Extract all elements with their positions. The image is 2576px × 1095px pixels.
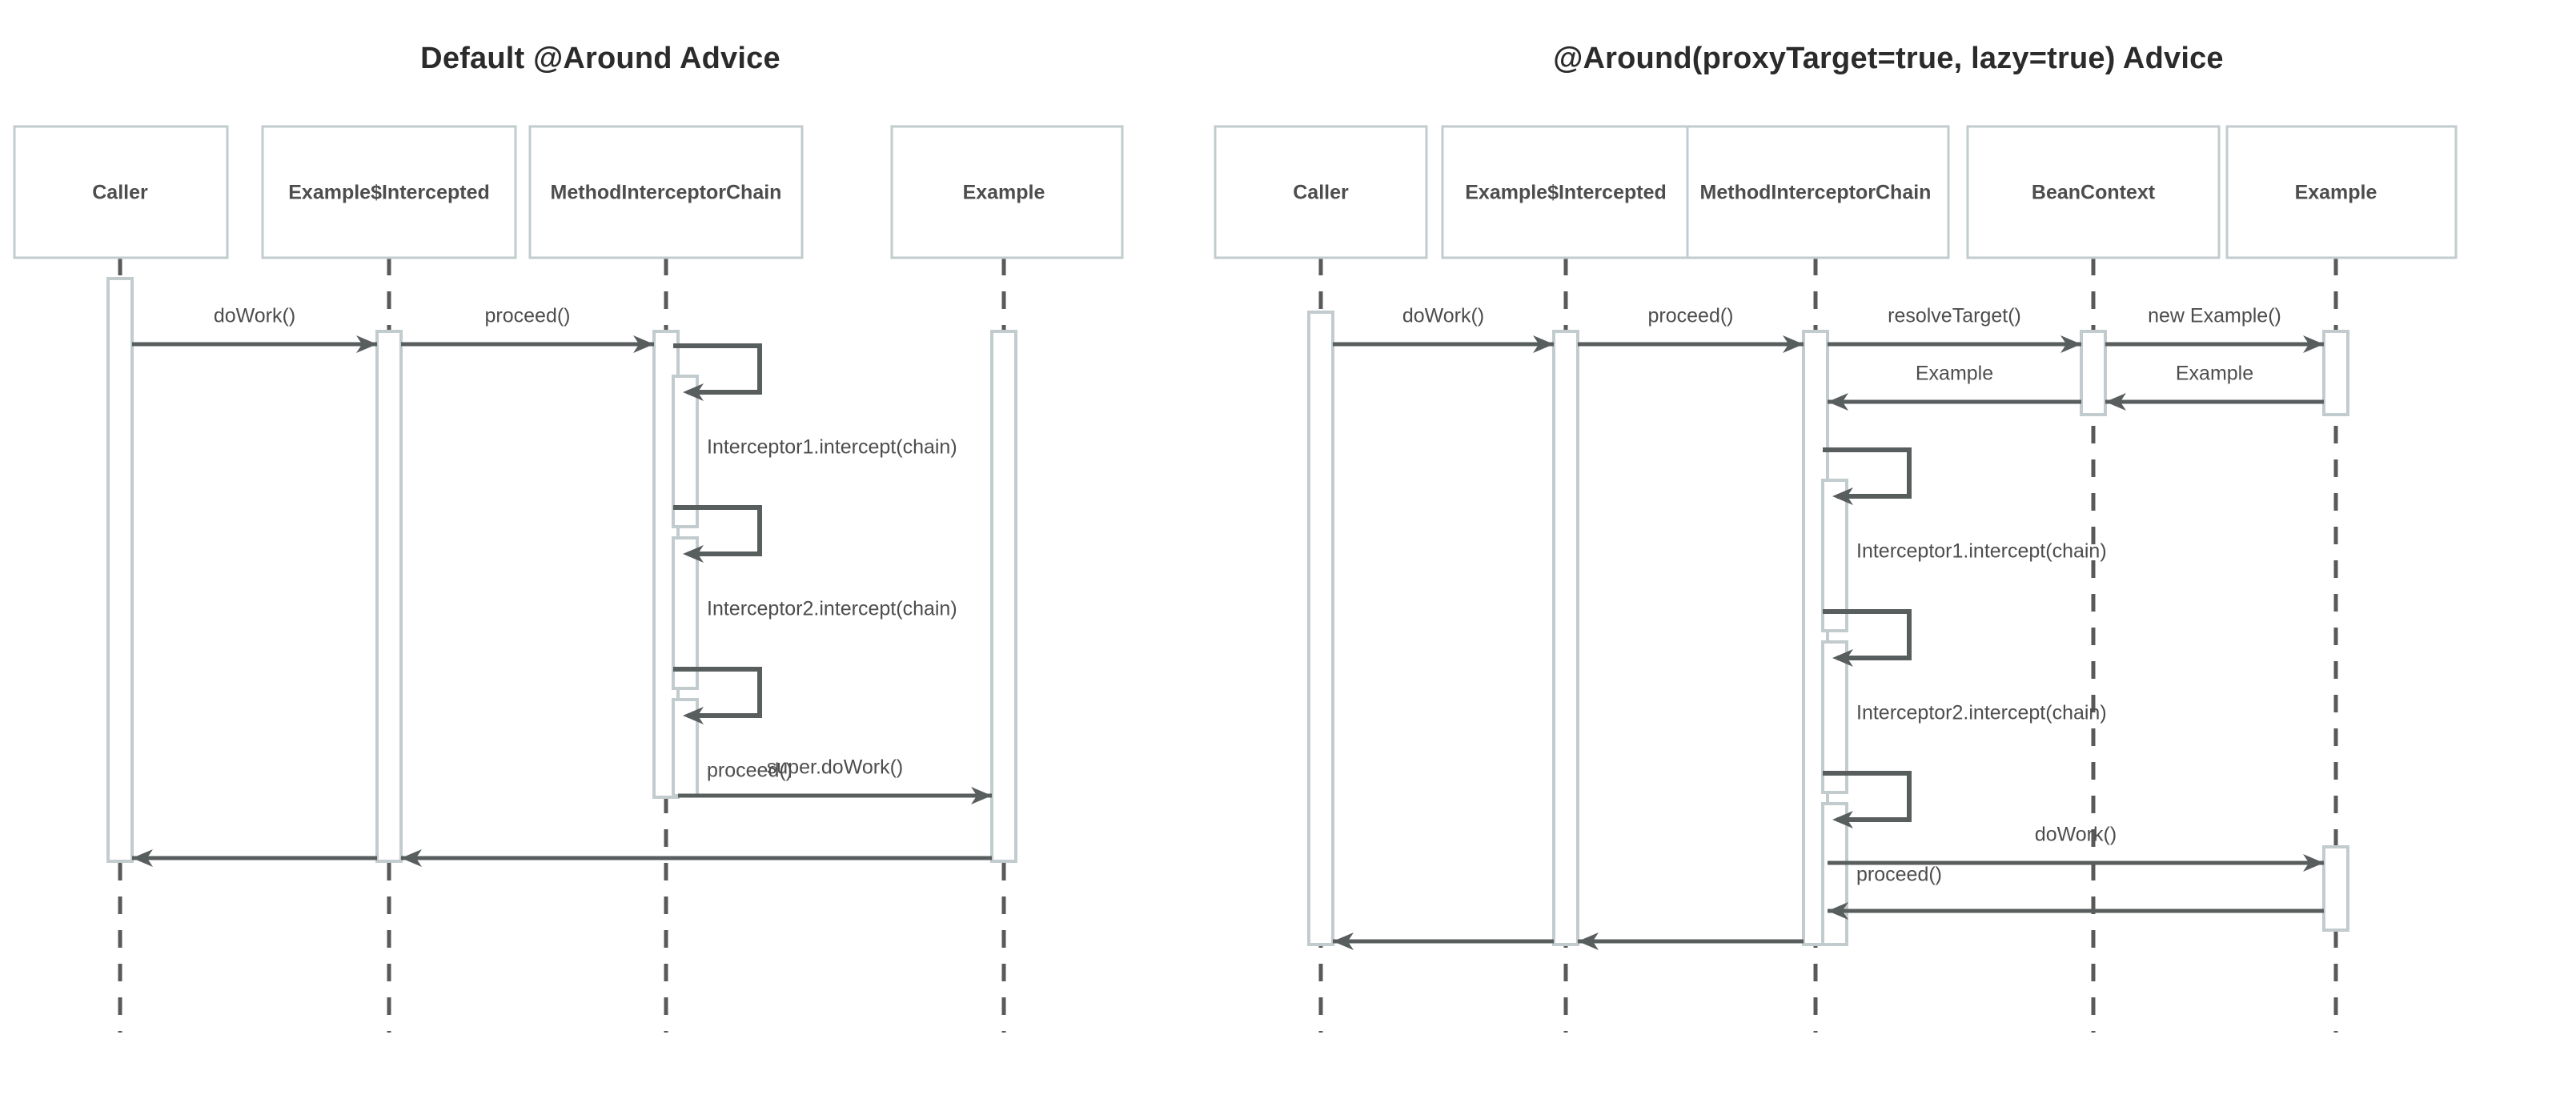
arrow-head xyxy=(1828,393,1848,411)
arrow-head xyxy=(1578,933,1599,950)
arrow-head xyxy=(1828,902,1848,920)
participant-label: MethodInterceptorChain xyxy=(1700,182,1932,204)
participant-label: MethodInterceptorChain xyxy=(551,182,782,204)
arrow-head xyxy=(1333,933,1354,950)
participant-label: Example$Intercepted xyxy=(1465,182,1667,204)
arrow-head xyxy=(1832,487,1853,505)
participant-box-example xyxy=(2225,125,2458,259)
arrow-head xyxy=(401,849,422,867)
message-label: Interceptor2.intercept(chain) xyxy=(707,598,957,620)
participant-label: Caller xyxy=(1293,182,1349,204)
activation-bar xyxy=(1821,479,1848,632)
self-message-path xyxy=(1823,447,1912,499)
participant-label: Example$Intercepted xyxy=(288,182,490,204)
message-label: proceed() xyxy=(1648,305,1734,327)
activation-bar xyxy=(1821,640,1848,794)
arrow-head xyxy=(356,335,377,353)
participant-box-example-intercepted xyxy=(261,125,517,259)
activation-bar xyxy=(106,277,134,863)
arrow-head xyxy=(683,545,704,563)
activation-bar xyxy=(1552,330,1579,946)
diagram-title-left: Default @Around Advice xyxy=(420,42,780,75)
participant-box-methodinterceptorchain xyxy=(528,125,804,259)
arrow-head xyxy=(971,787,992,804)
self-message-path xyxy=(1823,609,1912,660)
activation-bar xyxy=(672,536,699,690)
participant-box-beancontext xyxy=(1966,125,2221,259)
self-message-path xyxy=(1823,771,1912,822)
activation-bar xyxy=(375,330,403,863)
participant-label: BeanContext xyxy=(2032,182,2156,204)
message-label: doWork() xyxy=(1402,305,1484,327)
participant-label: Example xyxy=(2295,182,2377,204)
self-message-path xyxy=(673,667,762,718)
activation-bar xyxy=(1307,311,1334,946)
self-message-path xyxy=(673,343,762,395)
message-label: new Example() xyxy=(2148,305,2281,327)
arrow-head xyxy=(2060,335,2081,353)
arrow-head xyxy=(1783,335,1804,353)
message-label: Example xyxy=(2176,363,2253,385)
activation-bar xyxy=(2080,330,2107,416)
arrow-head xyxy=(2303,335,2324,353)
activation-bar xyxy=(2322,845,2349,932)
activation-bar xyxy=(672,375,699,528)
participant-label: Example xyxy=(963,182,1045,204)
participant-label: Caller xyxy=(92,182,148,204)
diagram-right-graphics: Caller Example$Intercepted MethodIntercept… xyxy=(1214,125,2458,1033)
participant-box-caller xyxy=(13,125,229,259)
arrow-head xyxy=(2105,393,2126,411)
activation-bar xyxy=(2322,330,2349,416)
message-label: proceed() xyxy=(485,305,571,327)
participant-box-example xyxy=(890,125,1124,259)
self-message-path xyxy=(673,505,762,556)
diagram-left-graphics: Caller Example$Intercepted MethodIntercept… xyxy=(13,125,1124,1033)
message-label: Interceptor1.intercept(chain) xyxy=(1856,540,2107,563)
arrow-head xyxy=(1832,649,1853,667)
diagram-default-around-advice: Default @Around Advice Caller Example$Int… xyxy=(0,0,1201,1095)
arrow-head xyxy=(1832,811,1853,828)
arrow-head xyxy=(683,383,704,401)
message-label: Interceptor2.intercept(chain) xyxy=(1856,702,2107,724)
diagram-title-right: @Around(proxyTarget=true, lazy=true) Adv… xyxy=(1553,42,2224,75)
activation-bar xyxy=(1821,802,1848,946)
message-label: proceed() xyxy=(707,760,792,782)
diagram-proxytarget-lazy-advice: @Around(proxyTarget=true, lazy=true) Adv… xyxy=(1201,0,2576,1095)
message-label: super.doWork() xyxy=(767,756,903,779)
activation-bar xyxy=(990,330,1017,863)
arrow-head xyxy=(683,707,704,724)
message-label: resolveTarget() xyxy=(1888,305,2021,327)
arrow-head xyxy=(132,849,153,867)
arrow-head xyxy=(2303,854,2324,872)
message-label: doWork() xyxy=(214,305,295,327)
participant-box-caller xyxy=(1214,125,1428,259)
arrow-head xyxy=(1533,335,1554,353)
message-label: proceed() xyxy=(1856,864,1942,886)
participant-box-methodinterceptorchain xyxy=(1686,125,1950,259)
message-label: doWork() xyxy=(2035,824,2117,846)
message-label: Example xyxy=(1916,363,1993,385)
arrow-head xyxy=(633,335,654,353)
message-label: Interceptor1.intercept(chain) xyxy=(707,436,957,459)
